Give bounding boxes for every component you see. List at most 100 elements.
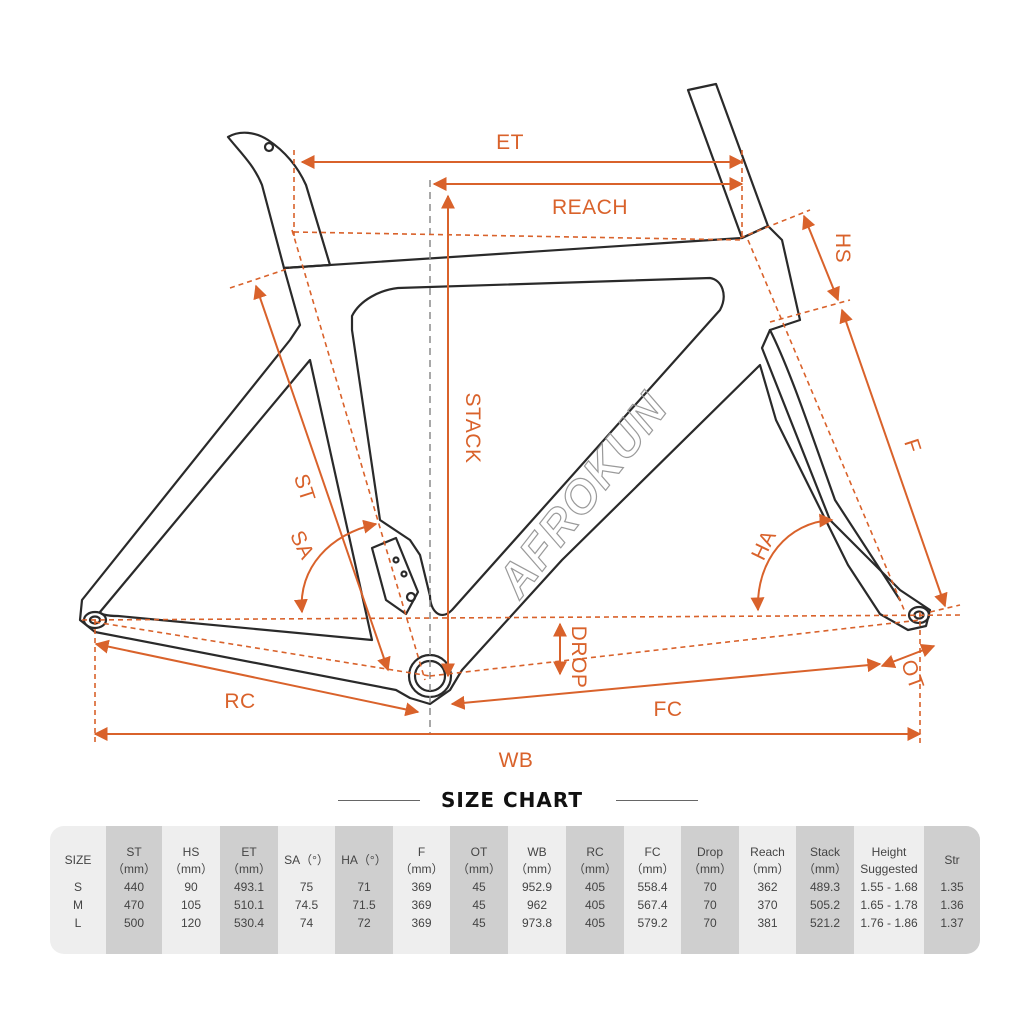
table-cell: 72 (357, 916, 371, 930)
table-cell: S (73, 880, 82, 894)
ha-arc (750, 513, 834, 612)
rc-arrow (94, 639, 420, 717)
bike-frame (78, 82, 932, 706)
column-header: Drop （mm） (688, 845, 732, 876)
table-cell: 70 (703, 898, 717, 912)
column-ot: OT （mm） 45 45 45 (450, 826, 508, 954)
table-cell: 1.36 (940, 898, 964, 912)
seat-post (226, 131, 332, 270)
table-cell: 405 (584, 880, 606, 894)
bike-geometry-diagram: AFROKUN ET REACH ST (78, 82, 961, 772)
table-cell: 71.5 (352, 898, 376, 912)
column-header: SIZE (64, 853, 92, 867)
table-cell: 369 (411, 916, 432, 930)
column-header: Stack （mm） (803, 845, 847, 876)
column-sa: SA（°） 75 74.5 74 (278, 826, 335, 954)
frame-outer (78, 224, 932, 706)
column-header: FC （mm） (630, 845, 675, 876)
label-et: ET (496, 131, 524, 154)
size-chart-header: SIZE CHART (0, 788, 1024, 814)
column-header: OT （mm） (457, 845, 501, 876)
table-cell: 952.9 (521, 880, 553, 894)
table-cell: 90 (184, 880, 198, 894)
table-cell: 70 (703, 916, 717, 930)
table-cell: 45 (472, 916, 486, 930)
title-rule-left (338, 800, 420, 801)
column-header: Str (944, 853, 960, 867)
label-drop: DROP (567, 626, 590, 689)
label-stack: STACK (461, 393, 484, 464)
st-arrow (253, 284, 391, 672)
column-header: F （mm） (399, 845, 444, 876)
column-st: ST （mm） 440 470 500 (106, 826, 162, 954)
column-header: Height Suggested (860, 845, 918, 876)
frame-logo: AFROKUN (486, 382, 678, 607)
table-cell: 405 (584, 916, 606, 930)
column-header: RC （mm） (573, 845, 617, 876)
table-cell: 74 (299, 916, 314, 930)
table-cell: 369 (411, 880, 432, 894)
table-cell: 440 (123, 880, 145, 894)
fc-arrow (450, 658, 882, 710)
table-cell: 489.3 (809, 880, 841, 894)
table-cell: 962 (526, 898, 548, 912)
table-cell: 1.35 (940, 880, 964, 894)
table-cell: 510.1 (233, 898, 265, 912)
label-ha: HA (747, 527, 781, 564)
table-cell: 1.65 - 1.78 (860, 898, 918, 912)
label-reach: REACH (552, 196, 628, 219)
table-cell: 120 (180, 916, 202, 930)
table-cell: 74.5 (294, 898, 319, 912)
label-f: F (899, 436, 925, 456)
label-st: ST (289, 471, 319, 505)
column-header: Reach （mm） (745, 845, 790, 876)
table-cell: 381 (757, 916, 778, 930)
column-hs: HS （mm） 90 105 120 (162, 826, 220, 954)
frame-inner-rear (98, 358, 374, 642)
label-hs: HS (831, 233, 854, 263)
label-rc: RC (224, 690, 255, 713)
table-cell: 105 (180, 898, 202, 912)
column-stack: Stack （mm） 489.3 505.2 521.2 (796, 826, 854, 954)
table-cell: 70 (703, 880, 717, 894)
table-cell: L (74, 916, 82, 930)
column-header: HS （mm） (169, 845, 213, 876)
dimension-arrows (93, 155, 948, 741)
column-header: WB （mm） (515, 845, 559, 876)
column-reach: Reach （mm） 362 370 381 (739, 826, 796, 954)
fork-line (768, 328, 902, 602)
table-cell: 71 (357, 880, 371, 894)
table-cell: 45 (472, 880, 486, 894)
column-header: ST （mm） (112, 845, 156, 876)
table-cell: M (73, 898, 83, 912)
table-cell: 567.4 (637, 898, 668, 912)
table-cell: 579.2 (637, 916, 668, 930)
size-chart-title: SIZE CHART (440, 788, 583, 812)
table-cell: 370 (757, 898, 778, 912)
seat-clamp-hole (263, 141, 275, 153)
table-cell: 973.8 (521, 916, 553, 930)
table-cell: 470 (123, 898, 145, 912)
label-sa: SA (285, 527, 318, 563)
table-cell: 75 (299, 880, 314, 894)
label-fc: FC (654, 698, 683, 721)
ot-arrow (880, 643, 936, 669)
table-cell: 505.2 (809, 898, 841, 912)
table-cell: 362 (757, 880, 778, 894)
column-wb: WB （mm） 952.9 962 973.8 (508, 826, 566, 954)
table-cell: 500 (123, 916, 145, 930)
table-cell: 493.1 (233, 880, 265, 894)
column-header: SA（°） (284, 853, 329, 867)
column-drop: Drop （mm） 70 70 70 (681, 826, 739, 954)
table-cell: 521.2 (809, 916, 841, 930)
table-cell: 45 (472, 898, 486, 912)
table-cell: 530.4 (233, 916, 265, 930)
